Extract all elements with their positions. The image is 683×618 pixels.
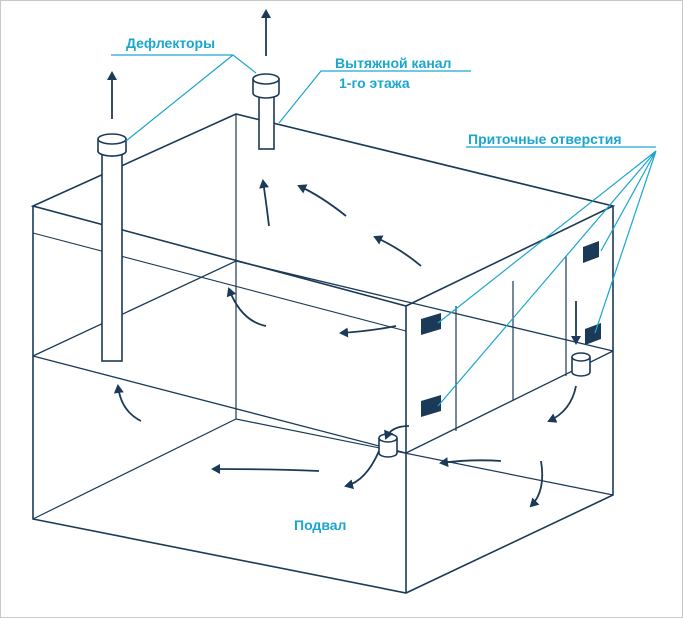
- airflow-arrows: [107, 9, 581, 508]
- leader-lines: [111, 54, 657, 407]
- inlet-vents: [421, 241, 601, 417]
- pipes: [97, 73, 591, 458]
- label-inlets: Приточные отверстия: [468, 131, 622, 147]
- label-exhaust-channel: Вытяжной канал: [335, 55, 452, 71]
- label-basement: Подвал: [294, 517, 347, 533]
- label-exhaust-floor: 1-го этажа: [339, 75, 410, 91]
- box-outline: [30, 113, 616, 594]
- label-deflectors: Дефлекторы: [126, 35, 216, 51]
